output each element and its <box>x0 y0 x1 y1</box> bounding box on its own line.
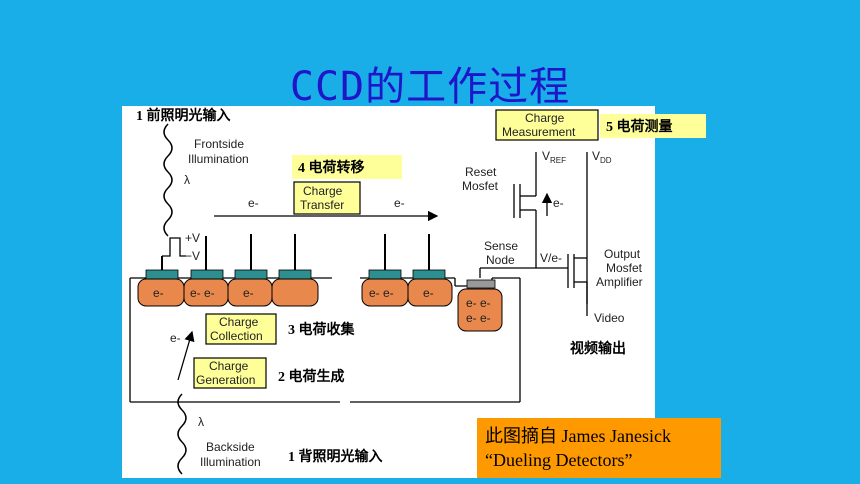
pixel-electrons-3: e- <box>243 286 254 300</box>
gate-1 <box>145 269 179 280</box>
clock-plus-label: +V <box>185 231 200 245</box>
gate-6 <box>412 269 446 280</box>
video-output-label: 视频输出 <box>570 340 626 357</box>
sense-node-well <box>457 288 503 332</box>
citation-box: 此图摘自 James Janesick “Dueling Detectors” <box>477 418 721 478</box>
slide-title: CCD的工作过程 <box>289 64 571 110</box>
charge-measurement-box <box>495 109 599 141</box>
gate-4 <box>278 269 312 280</box>
charge-measurement-line2: Measurement <box>502 125 576 139</box>
vdd-label: VDD <box>592 149 612 165</box>
citation-line2: “Dueling Detectors” <box>485 450 633 470</box>
charge-collection-box <box>205 313 277 345</box>
backside-label-line1: Backside <box>206 440 255 454</box>
charge-measurement-line1: Charge <box>525 111 565 125</box>
charge-transfer-line1: Charge <box>303 184 343 198</box>
transfer-step-label: 4 电荷转移 <box>298 159 365 176</box>
pixel-electrons-1: e- <box>153 286 164 300</box>
pixel-well-4 <box>271 278 319 307</box>
clock-minus-label: −V <box>185 249 200 263</box>
charge-generation-box <box>193 357 267 389</box>
output-mosfet-line2: Mosfet <box>606 261 643 275</box>
transfer-electron-right: e- <box>394 196 405 210</box>
citation-line1: 此图摘自 James Janesick <box>485 426 671 446</box>
frontside-label-line1: Frontside <box>194 137 244 151</box>
frontside-label-line2: Illumination <box>188 152 249 166</box>
reset-electron: e- <box>553 196 564 210</box>
output-mosfet-line1: Output <box>604 247 641 261</box>
transfer-step-highlight <box>292 155 402 179</box>
sense-node-gate <box>466 279 496 289</box>
charge-collection-line1: Charge <box>219 315 259 329</box>
sense-node-line1: Sense <box>484 239 518 253</box>
charge-collection-line2: Collection <box>210 329 263 343</box>
ccd-diagram: 1 前照明光输入 Frontside Illumination λ 4 电荷转移… <box>129 107 706 475</box>
generation-electron: e- <box>170 331 181 345</box>
pixel-electrons-5: e- e- <box>369 286 394 300</box>
charge-generation-line2: Generation <box>196 373 255 387</box>
sense-electrons-2: e- e- <box>466 311 491 325</box>
generation-step-label: 2 电荷生成 <box>278 368 345 385</box>
gate-5 <box>368 269 402 280</box>
frontside-step-label: 1 前照明光输入 <box>136 107 231 124</box>
backside-light-wave <box>177 393 187 475</box>
vref-label: VREF <box>542 149 566 165</box>
frontside-lambda: λ <box>184 173 190 187</box>
pixel-well-6 <box>407 278 453 307</box>
output-mosfet-line3: Amplifier <box>596 275 643 289</box>
video-label: Video <box>594 311 625 325</box>
pixel-electrons-2: e- e- <box>190 286 215 300</box>
backside-lambda: λ <box>198 415 204 429</box>
gate-3 <box>234 269 268 280</box>
charge-generation-line1: Charge <box>209 359 249 373</box>
transfer-electron-left: e- <box>248 196 259 210</box>
charge-transfer-line2: Transfer <box>300 198 344 212</box>
sense-electrons-1: e- e- <box>466 296 491 310</box>
sense-node-line2: Node <box>486 253 515 267</box>
reset-mosfet-line1: Reset <box>465 165 497 179</box>
frontside-light-wave <box>163 123 173 237</box>
backside-label-line2: Illumination <box>200 455 261 469</box>
ccd-diagram-panel: 1 前照明光输入 Frontside Illumination λ 4 电荷转移… <box>122 106 706 478</box>
measurement-step-label: 5 电荷测量 <box>606 118 673 135</box>
backside-step-label: 1 背照明光输入 <box>288 448 383 465</box>
charge-transfer-box <box>293 181 361 215</box>
collection-step-label: 3 电荷收集 <box>288 321 355 338</box>
reset-mosfet-line2: Mosfet <box>462 179 499 193</box>
clock-waveform <box>162 237 186 257</box>
gate-2 <box>190 269 224 280</box>
pixel-electrons-6: e- <box>423 286 434 300</box>
measurement-step-highlight <box>600 114 706 138</box>
generation-arrow <box>177 330 195 381</box>
v-per-electron-label: V/e- <box>540 251 562 265</box>
